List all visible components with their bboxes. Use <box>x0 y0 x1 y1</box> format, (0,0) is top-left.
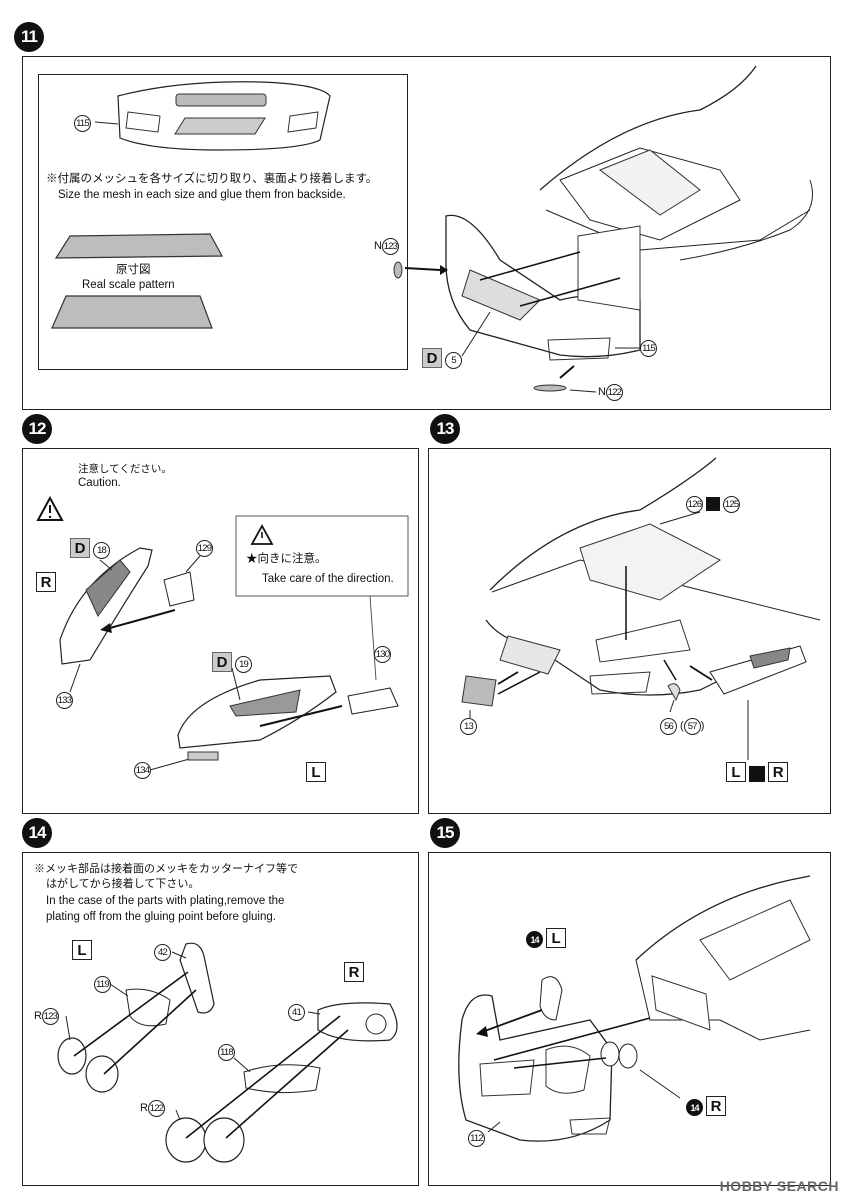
part-130-label: 130 <box>374 646 391 663</box>
step14-note-jp-1: ※メッキ部品は接着面のメッキをカッターナイフ等で <box>34 863 298 875</box>
step-number-11: 11 <box>14 22 44 52</box>
scale-label-en: Real scale pattern <box>82 279 175 291</box>
side-lr-label: L R <box>726 762 789 782</box>
part-112-label: 112 <box>468 1130 485 1147</box>
ref-step14-r-label: 14 R <box>686 1096 727 1117</box>
step-11-inset <box>38 74 408 370</box>
step-14-panel <box>22 852 419 1186</box>
part-d19-label: D 19 <box>212 652 253 673</box>
part-13-label: 13 <box>460 718 477 735</box>
direction-en: Take care of the direction. <box>262 573 394 585</box>
step-number-15: 15 <box>430 818 460 848</box>
scale-label-jp: 原寸図 <box>116 264 151 276</box>
step-13-panel <box>428 448 831 814</box>
side-r-label: R <box>36 572 56 592</box>
part-d18-label: D 18 <box>70 538 111 559</box>
watermark: HOBBY SEARCH <box>719 1178 839 1194</box>
side-l-label: L <box>306 762 326 782</box>
part-115-top-label: 115 <box>74 115 91 132</box>
step-number-13: 13 <box>430 414 460 444</box>
step-15-panel <box>428 852 831 1186</box>
step14-note-en-2: plating off from the gluing point before… <box>46 911 276 923</box>
part-41-label: 41 <box>288 1004 305 1021</box>
step-11-panel <box>22 56 831 410</box>
step11-note-jp: ※付属のメッシュを各サイズに切り取り、裏面より接着します。 <box>46 173 378 185</box>
step11-note-en: Size the mesh in each size and glue them… <box>58 189 346 201</box>
part-119-label: 119 <box>94 976 111 993</box>
caution-en: Caution. <box>78 477 121 489</box>
step14-note-en-1: In the case of the parts with plating,re… <box>46 895 285 907</box>
side-l-label-14: L <box>72 940 92 960</box>
part-42-label: 42 <box>154 944 171 961</box>
part-129-label: 129 <box>196 540 213 557</box>
part-56-57-label: 56 (57) <box>660 718 704 735</box>
part-134-label: 134 <box>134 762 151 779</box>
step-12-panel <box>22 448 419 814</box>
part-118-label: 118 <box>218 1044 235 1061</box>
step14-note-jp-2: はがしてから接着して下さい。 <box>46 878 200 890</box>
part-126-125-label: 126 125 <box>686 496 741 513</box>
direction-jp: ★向きに注意。 <box>246 553 327 565</box>
ref-step14-l-label: 14 L <box>526 928 567 949</box>
side-r-label-14: R <box>344 962 364 982</box>
part-133-label: 133 <box>56 692 73 709</box>
step-number-12: 12 <box>22 414 52 444</box>
part-d5-label: D 5 <box>422 348 463 369</box>
part-115-right-label: 115 <box>640 340 657 357</box>
caution-jp: 注意してください。 <box>78 463 172 475</box>
step-number-14: 14 <box>22 818 52 848</box>
